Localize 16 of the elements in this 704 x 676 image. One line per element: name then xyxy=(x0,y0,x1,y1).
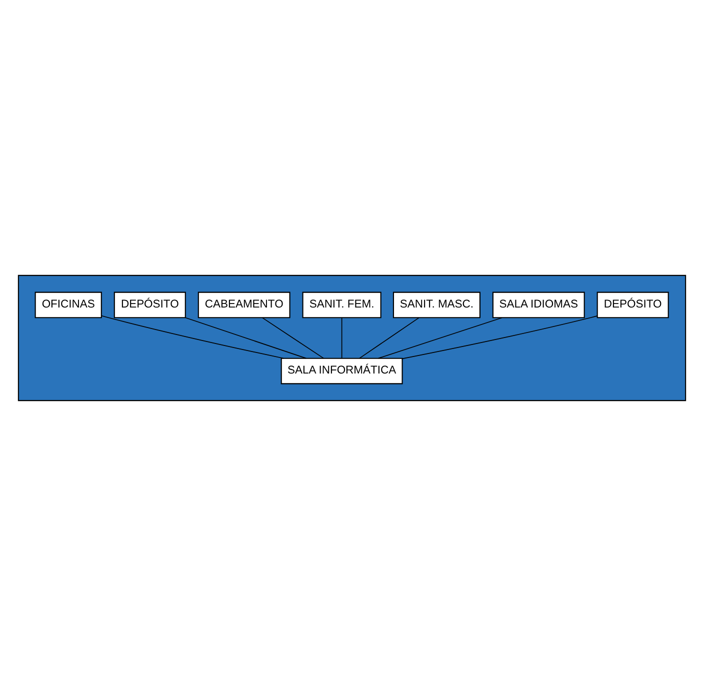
cluster xyxy=(18,274,686,402)
node-box: DEPÓSITO xyxy=(596,292,669,318)
connector xyxy=(262,317,324,359)
connector xyxy=(402,316,598,360)
node-box: OFICINAS xyxy=(34,292,102,318)
node-box: CABEAMENTO xyxy=(198,292,290,318)
connector xyxy=(378,317,502,359)
connector xyxy=(185,317,307,359)
connector xyxy=(359,317,420,359)
connector xyxy=(341,317,342,359)
node-box: SANIT. FEM. xyxy=(302,292,382,318)
node-box: SALA IDIOMAS xyxy=(492,292,585,318)
node-box: SANIT. MASC. xyxy=(392,292,480,318)
node-box: DEPÓSITO xyxy=(114,292,186,318)
connector xyxy=(101,315,284,359)
node-box: SALA INFORMÁTICA xyxy=(280,358,403,384)
